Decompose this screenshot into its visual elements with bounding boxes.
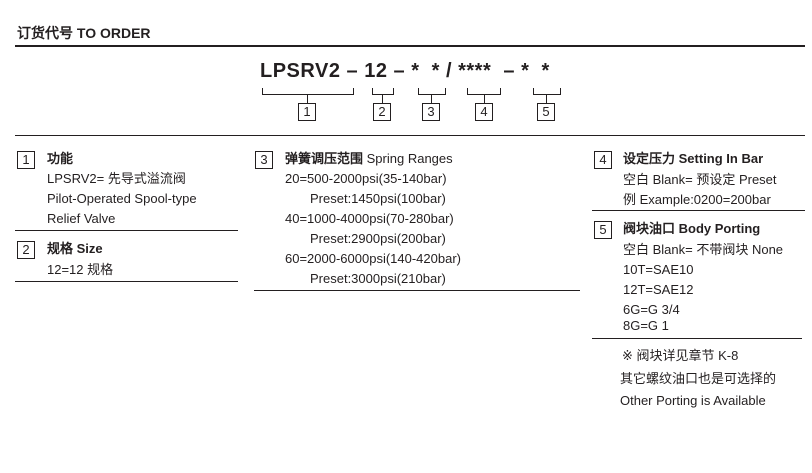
- box-2: 2: [17, 241, 35, 259]
- spring-preset: Preset:2900psi(200bar): [310, 231, 446, 246]
- porting-title-en: Body Porting: [678, 221, 761, 236]
- function-line: Pilot-Operated Spool-type: [47, 191, 197, 206]
- function-title: 功能: [47, 151, 74, 166]
- box-3: 3: [255, 151, 273, 169]
- size-line: 12=12 规格: [47, 262, 114, 277]
- bracket: [533, 88, 561, 95]
- bracket-stem: [431, 95, 432, 103]
- callout-2: 2: [373, 103, 391, 121]
- spring-title: 弹簧调压范围 Spring Ranges: [285, 149, 453, 169]
- porting-title: 阀块油口 Body Porting: [623, 219, 760, 239]
- divider: [592, 338, 802, 339]
- header-rule: [15, 45, 805, 47]
- function-line: Relief Valve: [47, 211, 116, 226]
- spring-preset: Preset:3000psi(210bar): [310, 271, 446, 286]
- function-line: LPSRV2= 先导式溢流阀: [47, 171, 186, 186]
- code-slash: /: [445, 60, 453, 82]
- setting-title: 设定压力 Setting In Bar: [623, 149, 763, 169]
- bracket-stem: [484, 95, 485, 103]
- porting-line: 6G=G 3/4: [623, 302, 680, 317]
- bracket: [467, 88, 501, 95]
- code-dash: –: [393, 60, 406, 82]
- spring-preset: Preset:1450psi(100bar): [310, 191, 446, 206]
- spring-line: 40=1000-4000psi(70-280bar): [285, 211, 454, 226]
- spring-line: 20=500-2000psi(35-140bar): [285, 171, 447, 186]
- code-porting: *: [521, 60, 530, 82]
- porting-line: 12T=SAE12: [623, 282, 694, 297]
- divider: [15, 135, 805, 136]
- setting-title-cn: 设定压力: [623, 151, 676, 166]
- bracket: [262, 88, 354, 95]
- code-porting: *: [541, 60, 550, 82]
- callout-4: 4: [475, 103, 493, 121]
- box-4: 4: [594, 151, 612, 169]
- box-5: 5: [594, 221, 612, 239]
- spring-title-cn: 弹簧调压范围: [285, 151, 364, 166]
- porting-line: 空白 Blank= 不带阀块 None: [623, 242, 784, 257]
- size-title-cn: 规格: [47, 241, 74, 256]
- size-title: 规格 Size: [47, 239, 103, 259]
- porting-line: 10T=SAE10: [623, 262, 694, 277]
- setting-line: 例 Example:0200=200bar: [623, 192, 771, 207]
- size-title-en: Size: [76, 241, 103, 256]
- section-title: 订货代号 TO ORDER: [17, 25, 151, 41]
- divider: [592, 210, 805, 211]
- divider: [254, 290, 580, 291]
- order-code: LPSRV2 – 12 – * * / **** – * *: [260, 60, 550, 83]
- bracket-stem: [307, 95, 308, 103]
- setting-title-en: Setting In Bar: [678, 151, 764, 166]
- code-model: LPSRV2: [260, 60, 341, 82]
- porting-title-cn: 阀块油口: [623, 221, 676, 236]
- porting-line: 8G=G 1: [623, 318, 669, 333]
- setting-line: 空白 Blank= 预设定 Preset: [623, 172, 777, 187]
- code-setting: ****: [458, 60, 492, 82]
- code-spring: *: [411, 60, 420, 82]
- code-dash: –: [346, 60, 359, 82]
- callout-3: 3: [422, 103, 440, 121]
- spring-line: 60=2000-6000psi(140-420bar): [285, 251, 461, 266]
- note-line: 其它螺纹油口也是可选择的: [620, 371, 777, 386]
- callout-5: 5: [537, 103, 555, 121]
- divider: [15, 230, 238, 231]
- code-dash: –: [503, 60, 515, 82]
- note-line: ※ 阀块详见章节 K-8: [622, 348, 739, 363]
- callout-1: 1: [298, 103, 316, 121]
- bracket: [418, 88, 446, 95]
- spring-title-en: Spring Ranges: [366, 151, 453, 166]
- divider: [15, 281, 238, 282]
- note-line: Other Porting is Available: [620, 393, 766, 408]
- bracket-stem: [382, 95, 383, 103]
- code-size: 12: [364, 60, 388, 82]
- bracket-stem: [546, 95, 547, 103]
- bracket: [372, 88, 394, 95]
- box-1: 1: [17, 151, 35, 169]
- code-spring: *: [431, 60, 440, 82]
